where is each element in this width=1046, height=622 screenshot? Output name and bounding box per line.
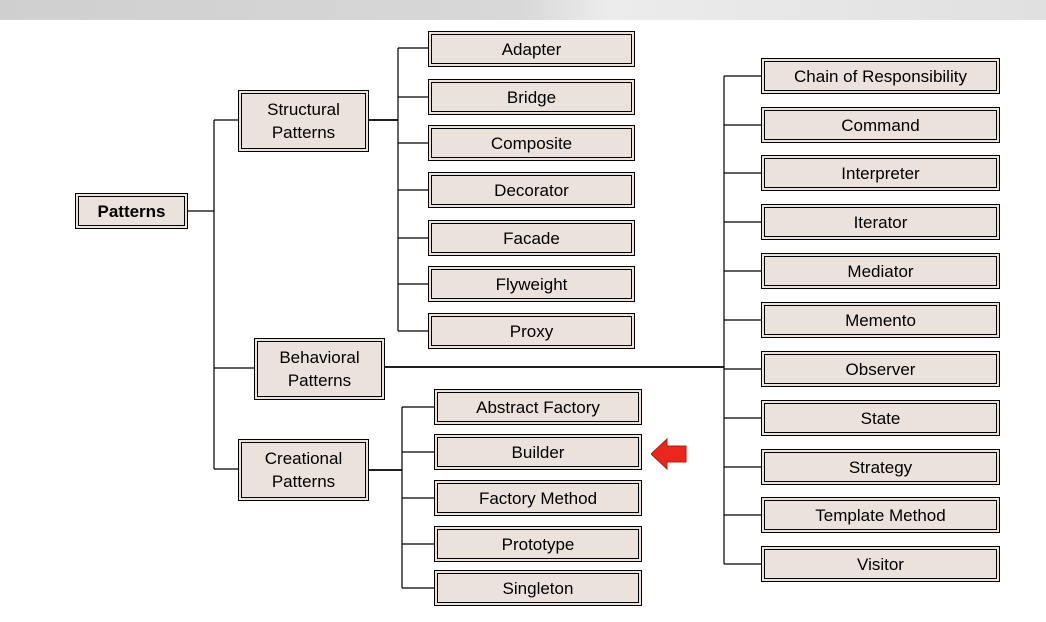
pattern-visitor: Visitor	[761, 546, 1000, 582]
pattern-mediator: Mediator	[761, 253, 1000, 289]
pattern-adapter: Adapter	[428, 31, 635, 67]
root-node-patterns: Patterns	[75, 193, 188, 229]
pattern-factory-method: Factory Method	[434, 480, 642, 516]
pattern-command: Command	[761, 107, 1000, 143]
pattern-strategy: Strategy	[761, 449, 1000, 485]
pattern-chain-of-responsibility: Chain of Responsibility	[761, 58, 1000, 94]
top-bar	[0, 0, 1046, 20]
pattern-decorator: Decorator	[428, 172, 635, 208]
pattern-builder: Builder	[434, 434, 642, 470]
pattern-abstract-factory: Abstract Factory	[434, 389, 642, 425]
category-behavioral-patterns: Behavioral Patterns	[254, 338, 385, 400]
pattern-observer: Observer	[761, 351, 1000, 387]
pattern-bridge: Bridge	[428, 79, 635, 115]
pattern-composite: Composite	[428, 125, 635, 161]
pattern-state: State	[761, 400, 1000, 436]
pattern-template-method: Template Method	[761, 497, 1000, 533]
pattern-singleton: Singleton	[434, 570, 642, 606]
pattern-memento: Memento	[761, 302, 1000, 338]
category-creational-patterns: Creational Patterns	[238, 439, 369, 501]
pattern-proxy: Proxy	[428, 313, 635, 349]
category-structural-patterns: Structural Patterns	[238, 90, 369, 152]
pattern-flyweight: Flyweight	[428, 266, 635, 302]
pattern-iterator: Iterator	[761, 204, 1000, 240]
pattern-interpreter: Interpreter	[761, 155, 1000, 191]
pattern-facade: Facade	[428, 220, 635, 256]
left-arrow-icon	[651, 438, 687, 470]
pattern-prototype: Prototype	[434, 526, 642, 562]
